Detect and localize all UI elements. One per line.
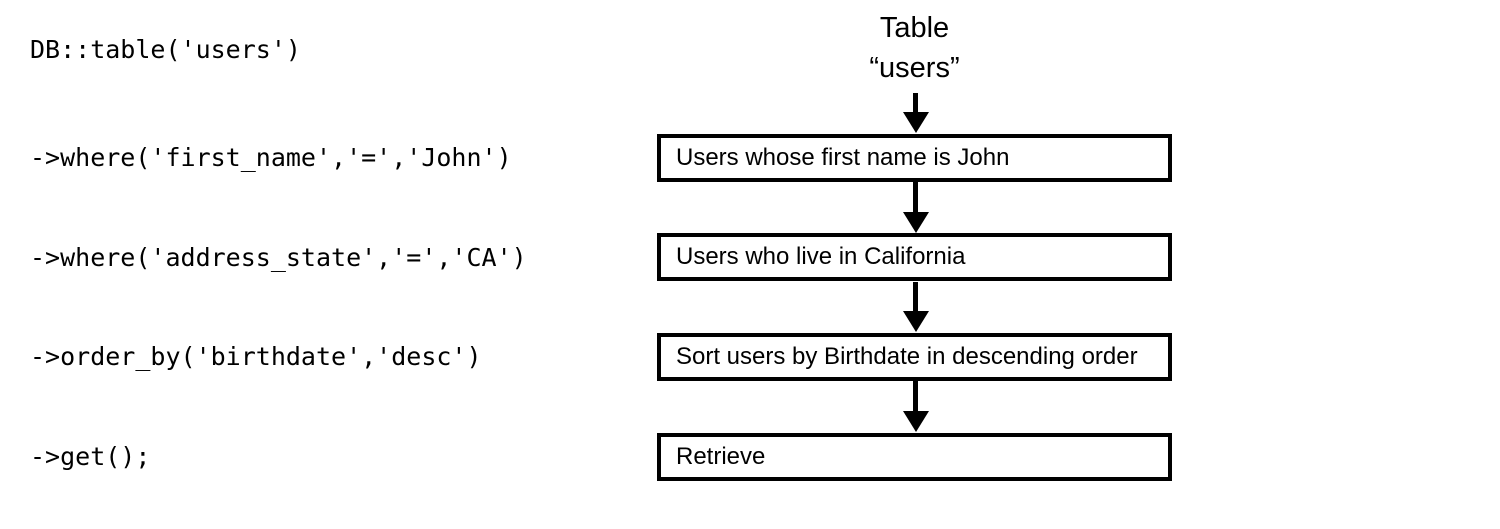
flow-box-label: Retrieve	[676, 443, 766, 470]
code-line-where-first-name: ->where('first_name','=','John')	[30, 143, 512, 172]
code-line-get: ->get();	[30, 442, 151, 471]
code-line-db-table: DB::table('users')	[30, 35, 301, 64]
flow-box-sort: Sort users by Birthdate in descending or…	[657, 333, 1172, 381]
flowchart-title-line-2: “users”	[869, 52, 960, 84]
arrow-down-icon	[913, 182, 918, 213]
arrow-down-icon	[913, 381, 918, 412]
arrow-down-icon	[913, 282, 918, 312]
flow-box-label: Users who live in California	[676, 243, 966, 270]
arrow-down-icon	[913, 93, 918, 113]
flow-box-retrieve: Retrieve	[657, 433, 1172, 481]
flowchart-title-line-1: Table	[879, 12, 950, 44]
flow-box-label: Sort users by Birthdate in descending or…	[676, 343, 1138, 370]
flow-box-first-name-filter: Users whose first name is John	[657, 134, 1172, 182]
code-line-where-address-state: ->where('address_state','=','CA')	[30, 243, 527, 272]
flow-box-label: Users whose first name is John	[676, 144, 1010, 171]
code-line-order-by: ->order_by('birthdate','desc')	[30, 342, 482, 371]
flowchart-title: Table “users”	[657, 8, 1172, 88]
flow-box-state-filter: Users who live in California	[657, 233, 1172, 281]
